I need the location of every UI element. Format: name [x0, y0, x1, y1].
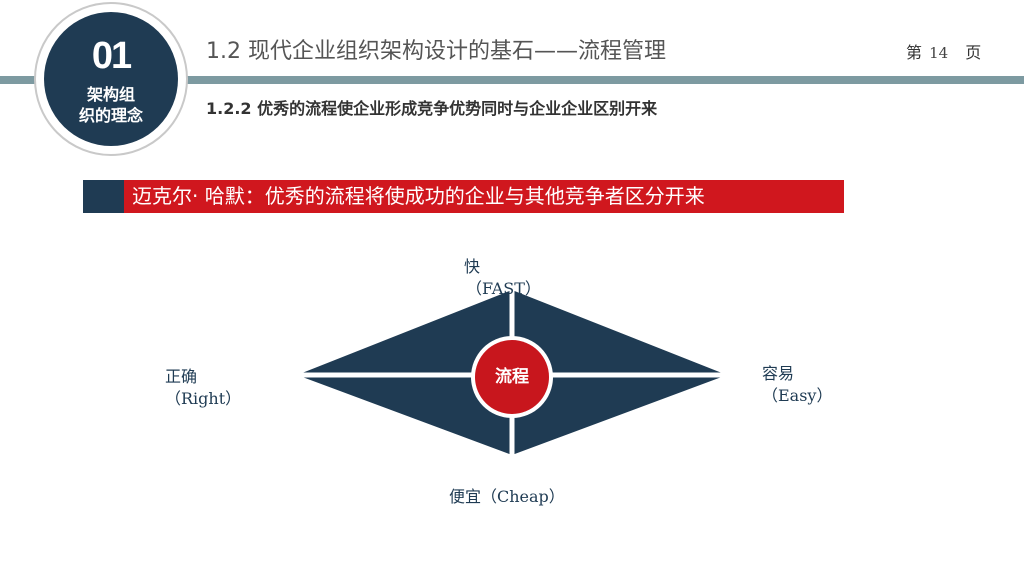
- label-right-cn: 容易: [762, 364, 795, 383]
- page-title: 1.2 现代企业组织架构设计的基石——流程管理: [206, 39, 666, 64]
- page-number-suffix: 页: [965, 43, 982, 62]
- page-number-value: 14: [929, 44, 949, 62]
- center-circle: [475, 340, 549, 414]
- page-number: 第 14 页: [906, 42, 981, 64]
- section-label-line2: 织的理念: [78, 106, 143, 125]
- label-top-cn: 快: [464, 257, 481, 276]
- quote-banner: [124, 180, 844, 213]
- label-bottom: 便宜（Cheap）: [449, 487, 565, 506]
- header-bar: [0, 76, 1024, 84]
- section-badge: [44, 12, 178, 146]
- section-label: 架构组 织的理念: [60, 84, 162, 126]
- label-left-en: （Right）: [165, 389, 242, 408]
- section-label-line1: 架构组: [86, 85, 135, 104]
- page-number-prefix: 第: [906, 43, 923, 62]
- center-label: 流程: [495, 367, 529, 387]
- label-left-cn: 正确: [165, 367, 198, 386]
- label-right-en: （Easy）: [762, 386, 833, 405]
- label-top-en: （FAST）: [466, 279, 541, 298]
- section-subtitle: 1.2.2 优秀的流程使企业形成竞争优势同时与企业企业区别开来: [206, 99, 658, 118]
- section-number: 01: [91, 35, 132, 77]
- quote-text: 迈克尔· 哈默：优秀的流程将使成功的企业与其他竞争者区分开来: [132, 184, 705, 208]
- quote-accent-block: [83, 180, 124, 213]
